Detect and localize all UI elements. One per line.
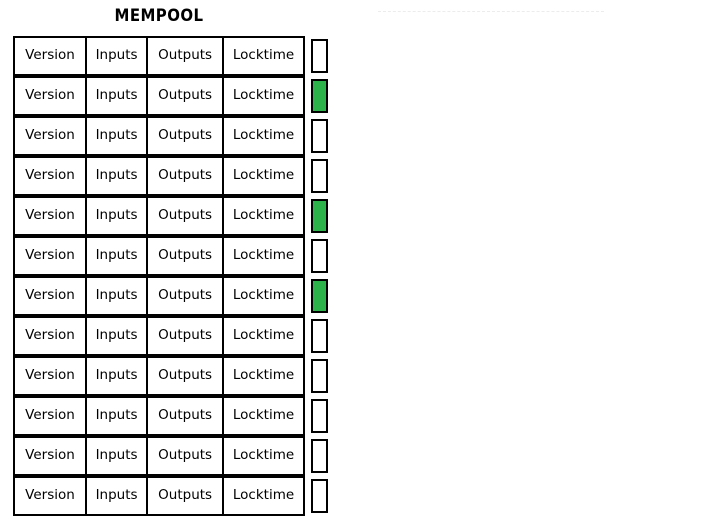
tx-cell-version: Version (15, 318, 87, 354)
tx-cell-locktime: Locktime (224, 478, 303, 514)
tx-cell-inputs: Inputs (87, 118, 149, 154)
tx-cell-outputs: Outputs (148, 278, 225, 314)
tx-cell-inputs: Inputs (87, 358, 149, 394)
tx-cell-outputs: Outputs (148, 38, 225, 74)
transaction-status-indicator[interactable] (311, 319, 328, 353)
transaction-status-indicator[interactable] (311, 439, 328, 473)
tx-cell-locktime: Locktime (224, 118, 303, 154)
tx-cell-version: Version (15, 478, 87, 514)
tx-cell-locktime: Locktime (224, 398, 303, 434)
faint-dashed-rule (378, 11, 604, 12)
tx-cell-version: Version (15, 118, 87, 154)
tx-cell-version: Version (15, 358, 87, 394)
tx-cell-inputs: Inputs (87, 398, 149, 434)
tx-cell-locktime: Locktime (224, 158, 303, 194)
tx-cell-locktime: Locktime (224, 318, 303, 354)
tx-cell-outputs: Outputs (148, 78, 225, 114)
tx-cell-inputs: Inputs (87, 78, 149, 114)
tx-cell-outputs: Outputs (148, 118, 225, 154)
tx-cell-version: Version (15, 198, 87, 234)
tx-cell-version: Version (15, 398, 87, 434)
page-title: MEMPOOL (114, 6, 204, 26)
tx-cell-locktime: Locktime (224, 198, 303, 234)
transaction-status-indicator[interactable] (311, 359, 328, 393)
tx-cell-inputs: Inputs (87, 318, 149, 354)
tx-cell-locktime: Locktime (224, 78, 303, 114)
transaction-status-indicator[interactable] (311, 479, 328, 513)
tx-cell-inputs: Inputs (87, 478, 149, 514)
tx-cell-outputs: Outputs (148, 398, 225, 434)
tx-cell-locktime: Locktime (224, 238, 303, 274)
tx-cell-inputs: Inputs (87, 38, 149, 74)
tx-cell-inputs: Inputs (87, 278, 149, 314)
tx-cell-outputs: Outputs (148, 238, 225, 274)
tx-cell-inputs: Inputs (87, 238, 149, 274)
tx-cell-version: Version (15, 78, 87, 114)
transaction-status-indicator-selected[interactable] (311, 79, 328, 113)
tx-cell-outputs: Outputs (148, 358, 225, 394)
tx-cell-locktime: Locktime (224, 358, 303, 394)
tx-cell-locktime: Locktime (224, 438, 303, 474)
tx-cell-inputs: Inputs (87, 438, 149, 474)
transaction-status-indicator[interactable] (311, 119, 328, 153)
transaction-status-indicator-selected[interactable] (311, 279, 328, 313)
tx-cell-outputs: Outputs (148, 438, 225, 474)
tx-cell-locktime: Locktime (224, 38, 303, 74)
transaction-status-indicator[interactable] (311, 399, 328, 433)
tx-cell-outputs: Outputs (148, 478, 225, 514)
tx-cell-locktime: Locktime (224, 278, 303, 314)
tx-cell-outputs: Outputs (148, 158, 225, 194)
tx-cell-inputs: Inputs (87, 158, 149, 194)
transaction-status-indicator[interactable] (311, 39, 328, 73)
tx-cell-version: Version (15, 38, 87, 74)
tx-cell-version: Version (15, 278, 87, 314)
transaction-status-indicator-selected[interactable] (311, 199, 328, 233)
tx-cell-version: Version (15, 438, 87, 474)
tx-cell-version: Version (15, 158, 87, 194)
tx-cell-inputs: Inputs (87, 198, 149, 234)
transaction-status-indicator[interactable] (311, 159, 328, 193)
transaction-status-indicator[interactable] (311, 239, 328, 273)
tx-cell-outputs: Outputs (148, 318, 225, 354)
tx-cell-version: Version (15, 238, 87, 274)
tx-cell-outputs: Outputs (148, 198, 225, 234)
